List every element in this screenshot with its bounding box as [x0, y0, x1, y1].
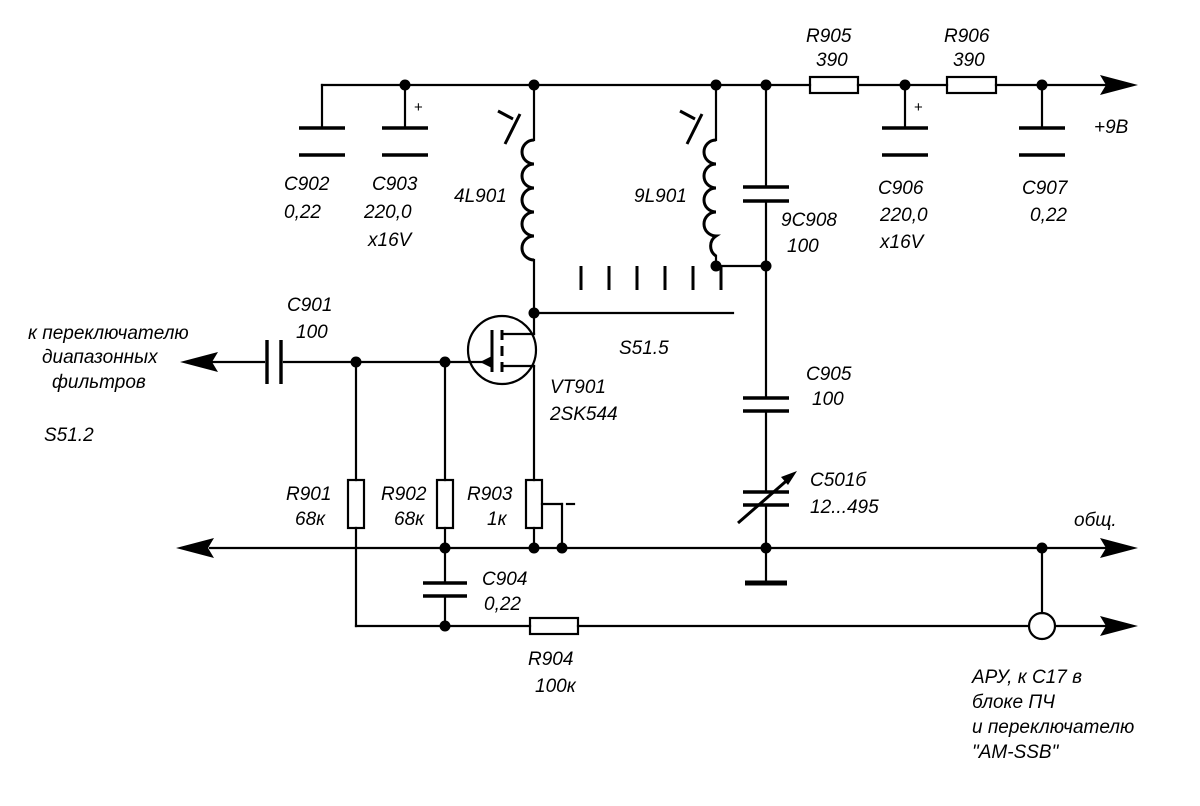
r905-value: 390: [816, 50, 848, 71]
supply-label: +9B: [1094, 117, 1129, 138]
c903-value: 220,0: [363, 202, 412, 223]
c906-voltage: x16V: [879, 232, 926, 253]
agc-line: [354, 546, 1138, 641]
resistor-r904: [528, 616, 580, 636]
r903-value: 1к: [487, 509, 508, 530]
capacitor-c906: +: [882, 83, 928, 157]
c906-ref: C906: [878, 178, 924, 199]
c908-ref: 9C908: [781, 210, 837, 231]
c501b-ref: C501б: [810, 470, 867, 491]
r902-value: 68к: [394, 509, 425, 530]
c907-value: 0,22: [1030, 205, 1067, 226]
agc-label-line-4: "AM-SSB": [972, 742, 1060, 763]
switch-s512-label: S51.2: [44, 425, 94, 446]
agc-label-line-1: АРУ, к С17 в: [971, 667, 1082, 688]
common-label: общ.: [1074, 510, 1117, 531]
agc-arrow: [1100, 616, 1138, 636]
agc-label-line-2: блоке ПЧ: [972, 692, 1055, 713]
r901-ref: R901: [286, 484, 331, 505]
input-label-line-1: к переключателю: [28, 323, 189, 344]
c906-value: 220,0: [879, 205, 928, 226]
resistor-r906: [945, 75, 998, 95]
vt901-type: 2SK544: [549, 404, 618, 425]
resistor-r901: [346, 360, 366, 628]
c907-ref: C907: [1022, 178, 1069, 199]
c905-value: 100: [812, 389, 844, 410]
c908-value: 100: [787, 236, 819, 257]
input-arrow: [180, 352, 218, 372]
c904-ref: C904: [482, 569, 527, 590]
common-left-arrow: [176, 538, 214, 558]
agc-label-line-3: и переключателю: [972, 717, 1134, 738]
input-label-line-3: фильтров: [52, 372, 146, 393]
r906-value: 390: [953, 50, 985, 71]
junction-dots: [350, 79, 1048, 632]
c501b-value: 12...495: [810, 497, 879, 518]
c903-ref: C903: [372, 174, 418, 195]
r901-value: 68к: [295, 509, 326, 530]
r902-ref: R902: [381, 484, 427, 505]
c905-ref: C905: [806, 364, 852, 385]
resistor-r903: [524, 478, 576, 550]
capacitor-9c908: [714, 83, 789, 268]
r905-ref: R905: [806, 26, 852, 47]
switch-s515-label: S51.5: [619, 338, 669, 359]
c903-plus-sign: +: [414, 99, 423, 116]
l9-core-icon: [685, 113, 704, 145]
r903-ref: R903: [467, 484, 513, 505]
inductor-9l901: [679, 83, 721, 268]
tap-marks: [579, 266, 723, 290]
c906-plus-sign: +: [914, 99, 923, 116]
l4-core-icon: [503, 113, 522, 145]
c903-voltage: x16V: [367, 230, 414, 251]
supply-rail: [320, 75, 1138, 130]
r904-ref: R904: [528, 649, 573, 670]
capacitor-c501b: [737, 471, 797, 586]
l9-ref: 9L901: [634, 186, 687, 207]
input-line: [180, 340, 447, 384]
transistor-vt901: [443, 311, 538, 482]
capacitor-c904: [423, 581, 467, 628]
l4-ref: 4L901: [454, 186, 507, 207]
c902-ref: C902: [284, 174, 330, 195]
c901-ref: C901: [287, 295, 332, 316]
r904-value: 100к: [535, 676, 577, 697]
common-rail: [176, 538, 1138, 558]
c904-value: 0,22: [484, 594, 521, 615]
capacitor-c902: [299, 126, 345, 157]
inductor-4l901: [497, 83, 536, 315]
supply-arrow: [1100, 75, 1138, 95]
agc-connector: [1027, 611, 1057, 641]
capacitor-c907: [1019, 83, 1065, 157]
input-label-line-2: диапазонных: [42, 347, 159, 368]
c902-value: 0,22: [284, 202, 321, 223]
common-right-arrow: [1100, 538, 1138, 558]
vt901-ref: VT901: [550, 377, 606, 398]
c901-value: 100: [296, 322, 328, 343]
capacitor-c905: [743, 264, 789, 494]
r906-ref: R906: [944, 26, 990, 47]
resistor-r902: [435, 360, 455, 585]
resistor-r905: [808, 75, 860, 95]
capacitor-c903: +: [382, 83, 428, 157]
